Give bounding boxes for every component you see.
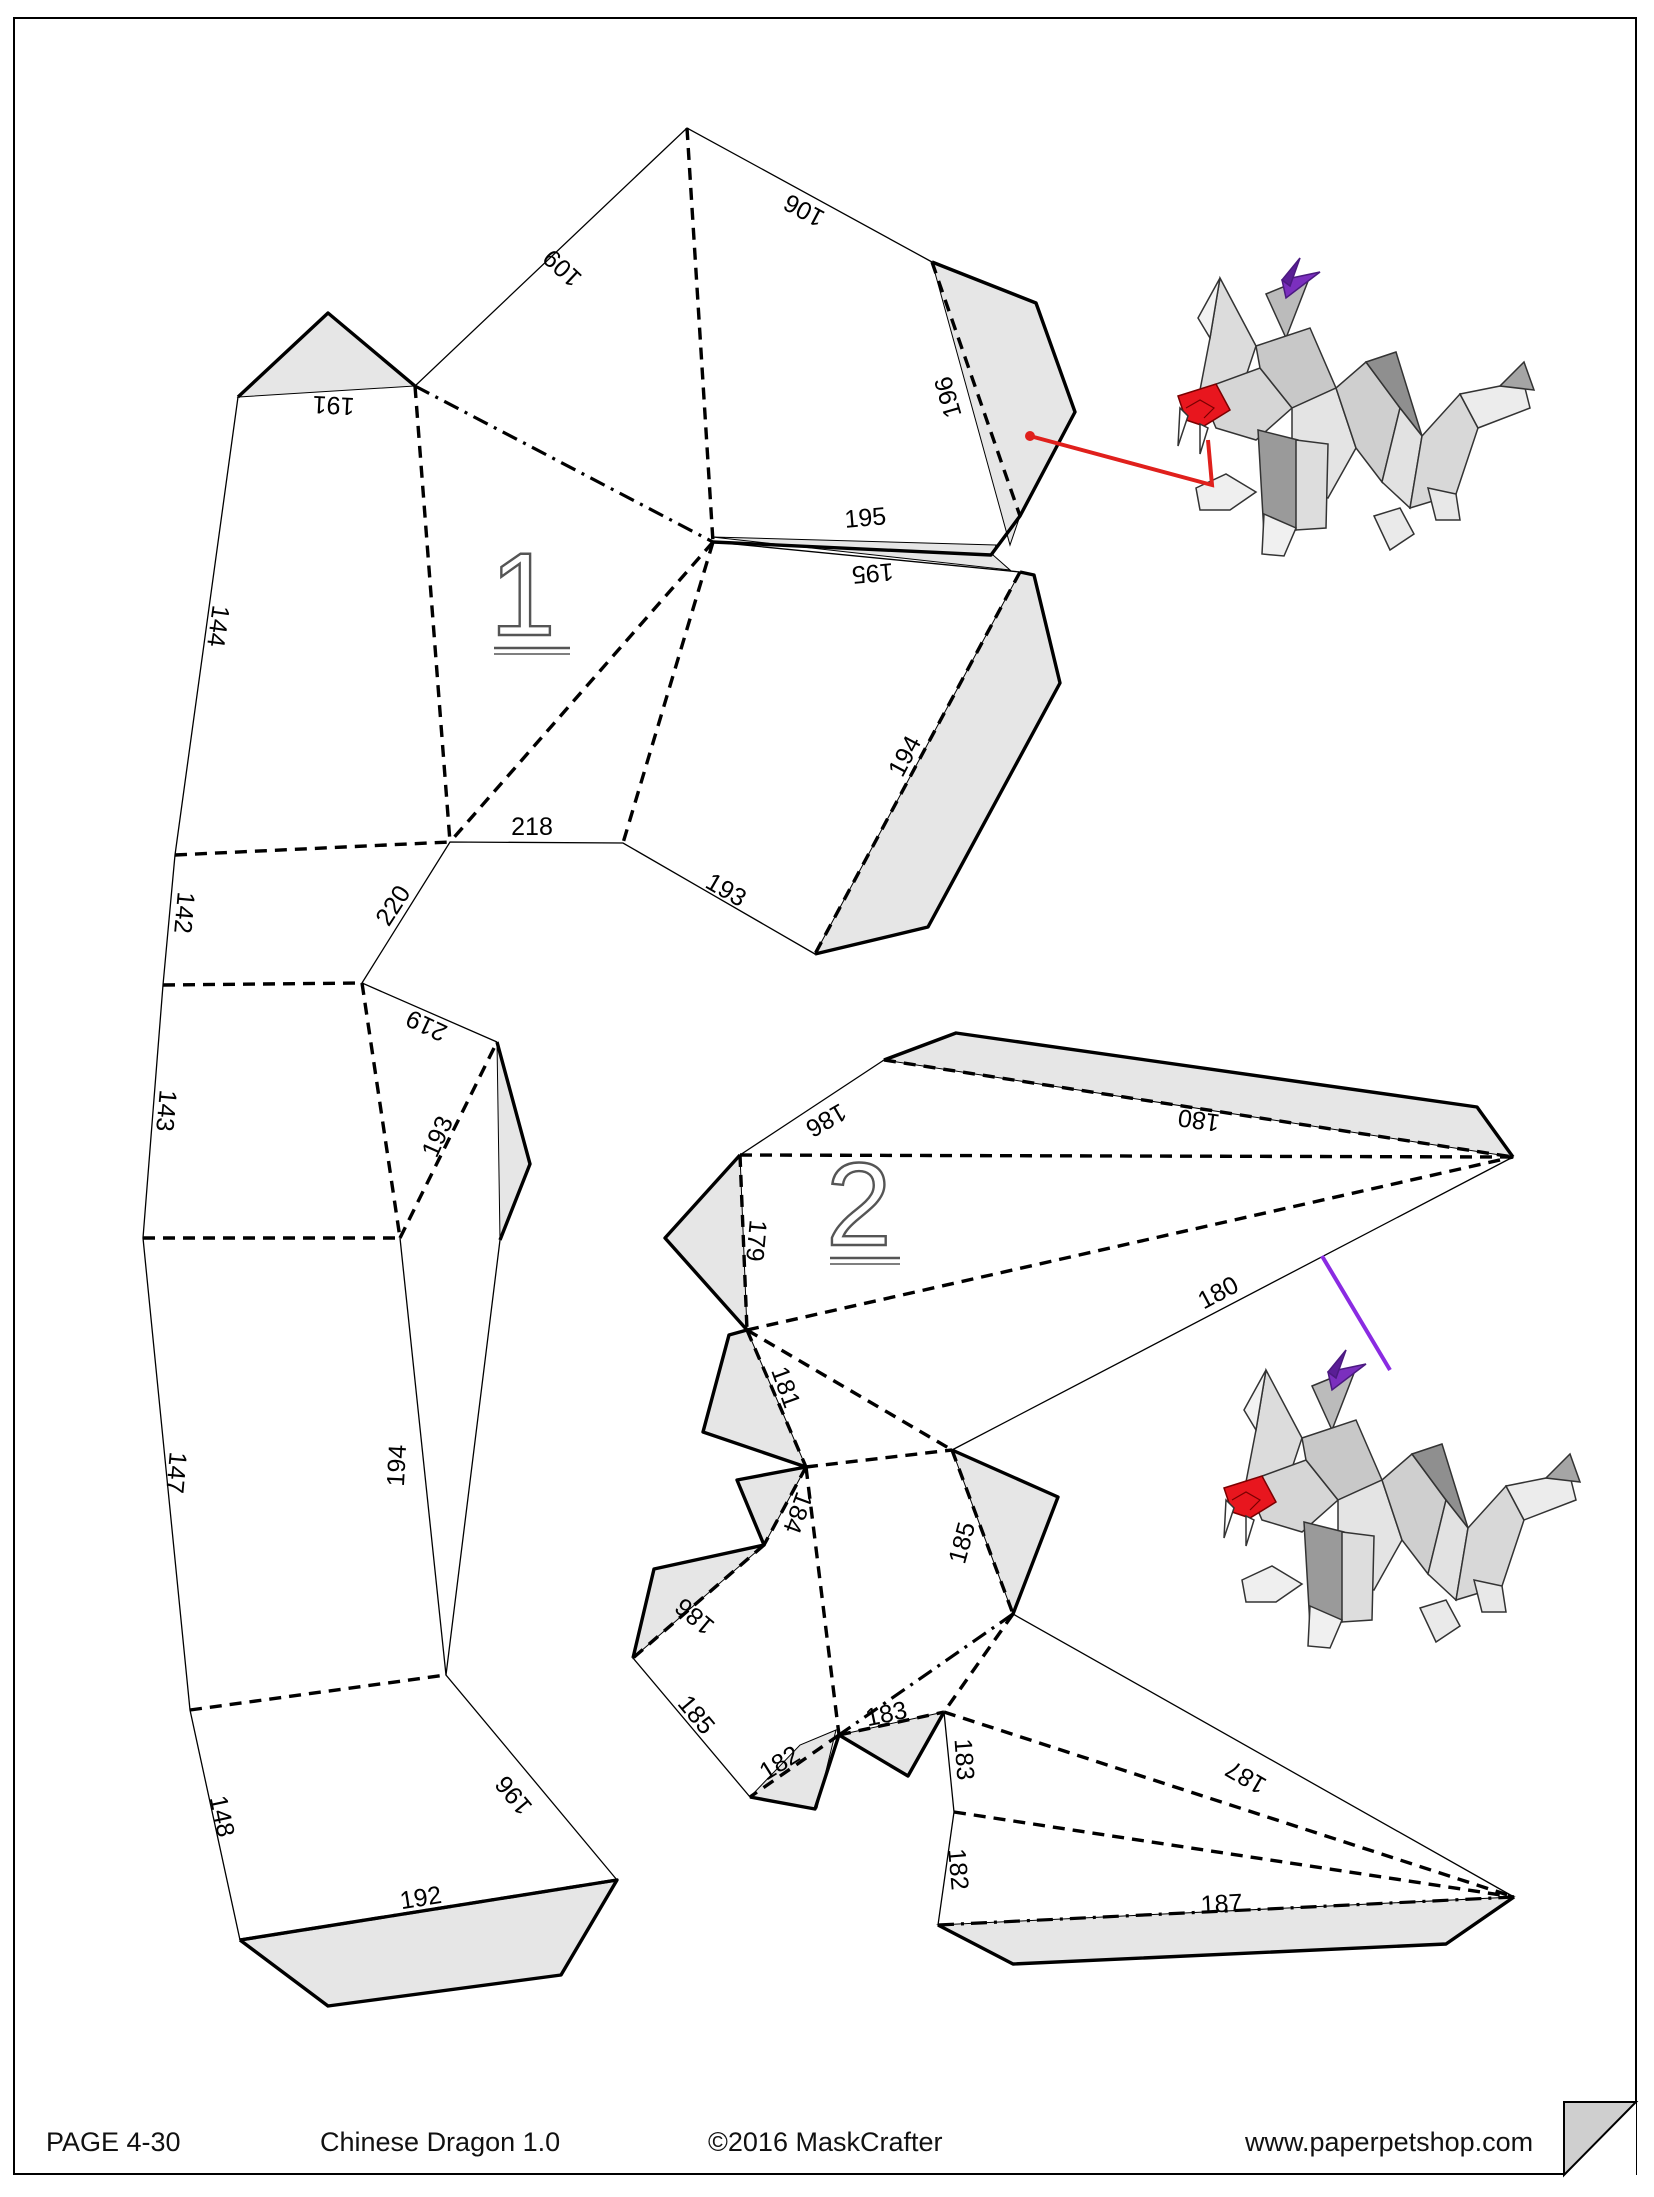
edge-number: 194 bbox=[382, 1444, 412, 1487]
pointer-arrow-red bbox=[1029, 434, 1215, 488]
edge-number: 180 bbox=[1193, 1271, 1243, 1315]
valley-fold bbox=[360, 982, 402, 1239]
valley-fold bbox=[942, 1613, 1015, 1713]
folded-corner-icon bbox=[14, 18, 1639, 2178]
pointer-dot bbox=[1025, 431, 1035, 441]
edge-number: 196 bbox=[929, 373, 967, 421]
cut-line bbox=[236, 311, 417, 399]
edge-number: 180 bbox=[1176, 1103, 1221, 1137]
valley-fold bbox=[398, 1041, 499, 1239]
mountain-fold bbox=[414, 384, 714, 544]
dragon-model-icon bbox=[1177, 257, 1535, 557]
valley-fold bbox=[739, 1153, 1514, 1159]
valley-fold bbox=[749, 1733, 840, 1799]
valley-fold bbox=[746, 1155, 1514, 1332]
outline bbox=[399, 1237, 447, 1676]
piece-number: 2 bbox=[826, 1139, 892, 1271]
cut-line bbox=[712, 260, 1077, 557]
glue-tab bbox=[882, 1032, 1515, 1158]
outline bbox=[712, 541, 1021, 573]
valley-fold bbox=[762, 1466, 808, 1546]
edge-number: 195 bbox=[843, 502, 887, 534]
edge-number: 192 bbox=[398, 1881, 444, 1915]
valley-fold bbox=[943, 1710, 1515, 1899]
outline bbox=[632, 1657, 751, 1798]
edge-number: 193 bbox=[416, 1112, 459, 1162]
outline bbox=[739, 1059, 885, 1156]
pointer-arrow-purple bbox=[1320, 1254, 1392, 1372]
valley-fold bbox=[950, 1449, 1015, 1615]
edge-number: 196 bbox=[490, 1770, 538, 1820]
edge-number: 106 bbox=[779, 188, 829, 232]
cut-line bbox=[951, 1448, 1060, 1615]
mountain-fold bbox=[937, 1895, 1515, 1927]
cut-line bbox=[495, 1041, 532, 1241]
copyright: ©2016 MaskCrafter bbox=[708, 2127, 943, 2157]
outline bbox=[414, 127, 933, 387]
dragon-model-icon bbox=[1223, 1349, 1581, 1649]
edge-number: 220 bbox=[370, 881, 416, 931]
mountain-fold bbox=[838, 1612, 1014, 1737]
mountain-fold bbox=[239, 1878, 618, 1942]
valley-fold bbox=[621, 541, 715, 844]
valley-fold bbox=[189, 1673, 447, 1712]
cut-line bbox=[937, 1895, 1515, 1966]
piece-2: 2 186 180 179 180 181 184 185 186 185 18… bbox=[631, 1031, 1516, 1966]
page-number: PAGE 4-30 bbox=[46, 2127, 181, 2157]
outline bbox=[361, 841, 816, 1043]
valley-fold bbox=[685, 127, 715, 543]
outline bbox=[445, 1239, 618, 1881]
edge-number: 187 bbox=[1221, 1754, 1271, 1799]
edge-number: 183 bbox=[949, 1738, 980, 1782]
outline bbox=[951, 1156, 1514, 1451]
valley-fold bbox=[174, 840, 451, 857]
cut-line bbox=[631, 1153, 808, 1659]
piece-number: 1 bbox=[490, 529, 556, 661]
document-title: Chinese Dragon 1.0 bbox=[320, 2127, 561, 2157]
valley-fold bbox=[631, 1543, 766, 1660]
edge-number: 191 bbox=[312, 390, 355, 420]
edge-number: 218 bbox=[511, 813, 553, 841]
edge-number: 186 bbox=[801, 1097, 851, 1142]
glue-tab bbox=[814, 571, 1061, 955]
edge-number: 185 bbox=[943, 1519, 981, 1567]
valley-fold bbox=[813, 571, 1022, 955]
valley-fold bbox=[413, 385, 452, 843]
glue-tab bbox=[236, 312, 417, 398]
valley-fold bbox=[745, 1329, 808, 1468]
edge-number: 143 bbox=[150, 1089, 182, 1133]
edge-number: 179 bbox=[740, 1219, 772, 1263]
valley-fold bbox=[883, 1058, 1514, 1159]
valley-fold bbox=[838, 1710, 945, 1737]
cut-line bbox=[814, 570, 1062, 956]
valley-fold bbox=[930, 261, 1022, 517]
valley-fold bbox=[448, 540, 715, 844]
edge-number: 147 bbox=[160, 1451, 192, 1495]
edge-number: 187 bbox=[1200, 1889, 1243, 1919]
edge-number: 219 bbox=[402, 1004, 452, 1047]
edge-number: 185 bbox=[672, 1690, 720, 1740]
glue-tab bbox=[664, 1153, 748, 1332]
valley-fold bbox=[162, 981, 363, 987]
edge-number: 109 bbox=[538, 243, 588, 292]
edge-number: 182 bbox=[942, 1847, 974, 1891]
valley-fold bbox=[805, 1448, 953, 1469]
valley-fold bbox=[738, 1154, 749, 1331]
cut-line bbox=[883, 1031, 1515, 1158]
edge-number: 144 bbox=[201, 604, 235, 649]
outline bbox=[142, 396, 241, 1941]
edge-number: 195 bbox=[851, 557, 895, 589]
valley-fold bbox=[804, 1466, 841, 1736]
valley-fold bbox=[953, 1810, 1515, 1899]
edge-number: 142 bbox=[168, 891, 200, 935]
outline bbox=[1012, 1613, 1515, 1898]
edge-number: 193 bbox=[701, 868, 751, 913]
website-link[interactable]: www.paperpetshop.com bbox=[1245, 2127, 1534, 2157]
edge-number: 148 bbox=[204, 1793, 240, 1840]
